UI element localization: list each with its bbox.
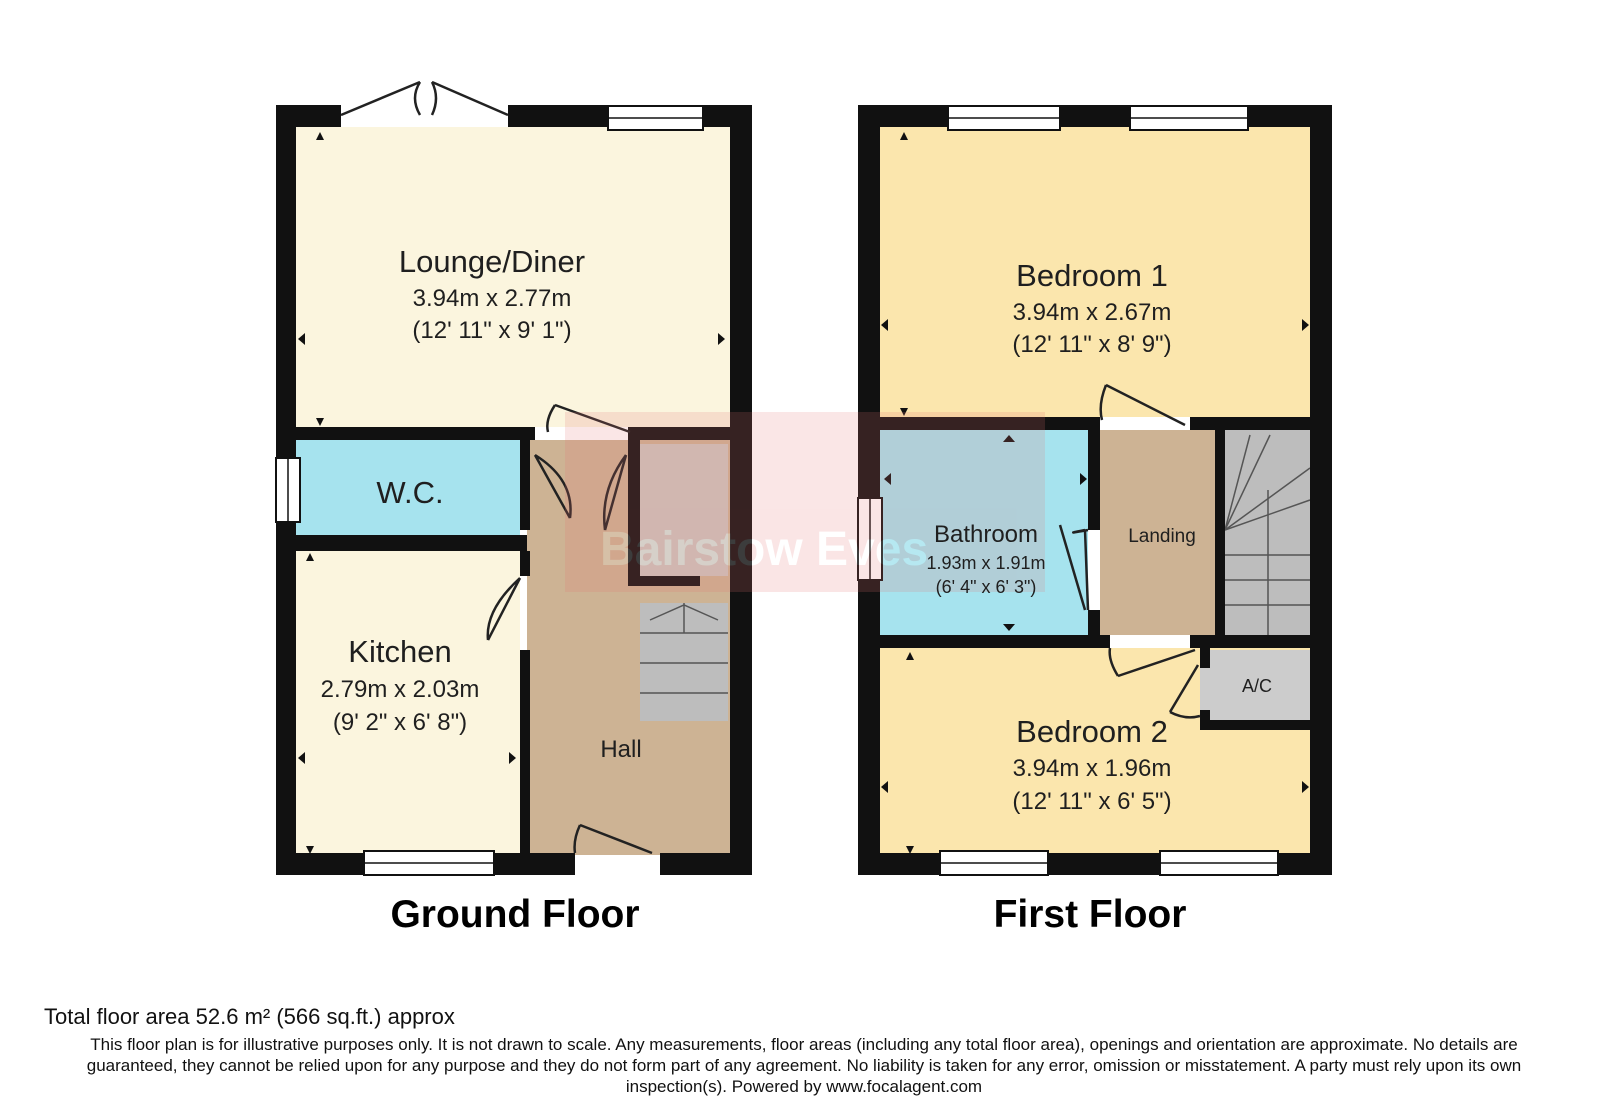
lounge-metric: 3.94m x 2.77m bbox=[413, 285, 572, 312]
ac-name: A/C bbox=[1242, 676, 1272, 696]
kitchen-room bbox=[295, 551, 520, 855]
first-floor-plan bbox=[857, 105, 1332, 876]
bedroom1-metric: 3.94m x 2.67m bbox=[1013, 299, 1172, 326]
first-dimension-markers bbox=[881, 132, 1309, 854]
hall-name: Hall bbox=[600, 736, 641, 763]
first-doors bbox=[1058, 383, 1201, 719]
bedroom1-room bbox=[880, 127, 1310, 417]
kitchen-metric: 2.79m x 2.03m bbox=[321, 676, 480, 703]
ground-dimension-markers bbox=[298, 132, 725, 854]
total-floor-area: Total floor area 52.6 m² (566 sq.ft.) ap… bbox=[44, 1004, 455, 1029]
first-floor-title: First Floor bbox=[994, 893, 1187, 936]
ac-cupboard bbox=[1200, 650, 1310, 720]
bedroom1-imperial: (12' 11" x 8' 9") bbox=[1012, 331, 1171, 358]
landing-name: Landing bbox=[1128, 526, 1196, 547]
first-stairs bbox=[1224, 430, 1311, 635]
ground-doors bbox=[340, 80, 653, 855]
ground-stairs bbox=[640, 603, 728, 721]
bedroom2-imperial: (12' 11" x 6' 5") bbox=[1012, 788, 1171, 815]
bathroom-imperial: (6' 4" x 6' 3") bbox=[936, 577, 1037, 597]
hall-cupboard bbox=[640, 444, 728, 576]
bedroom2-metric: 3.94m x 1.96m bbox=[1013, 755, 1172, 782]
landing-room bbox=[1100, 430, 1215, 635]
bathroom-metric: 1.93m x 1.91m bbox=[926, 553, 1045, 573]
ground-floor-title: Ground Floor bbox=[390, 893, 639, 936]
watermark-text: Bairstow Eves bbox=[600, 523, 928, 576]
kitchen-imperial: (9' 2" x 6' 8") bbox=[333, 709, 467, 736]
disclaimer: This floor plan is for illustrative purp… bbox=[86, 1035, 1522, 1096]
bathroom-name: Bathroom bbox=[934, 521, 1038, 548]
bedroom1-name: Bedroom 1 bbox=[1016, 258, 1168, 293]
wc-room bbox=[295, 440, 520, 535]
bedroom2-name: Bedroom 2 bbox=[1016, 714, 1168, 749]
bathroom-room bbox=[880, 430, 1088, 635]
ground-floor-plan bbox=[275, 80, 752, 876]
lounge-room bbox=[295, 127, 730, 427]
watermark: Bairstow Eves bbox=[565, 412, 1045, 592]
ground-windows bbox=[275, 105, 704, 876]
kitchen-name: Kitchen bbox=[348, 634, 451, 669]
lounge-imperial: (12' 11" x 9' 1") bbox=[412, 317, 571, 344]
first-windows bbox=[857, 105, 1279, 876]
wc-name: W.C. bbox=[376, 475, 443, 510]
lounge-name: Lounge/Diner bbox=[399, 244, 585, 279]
